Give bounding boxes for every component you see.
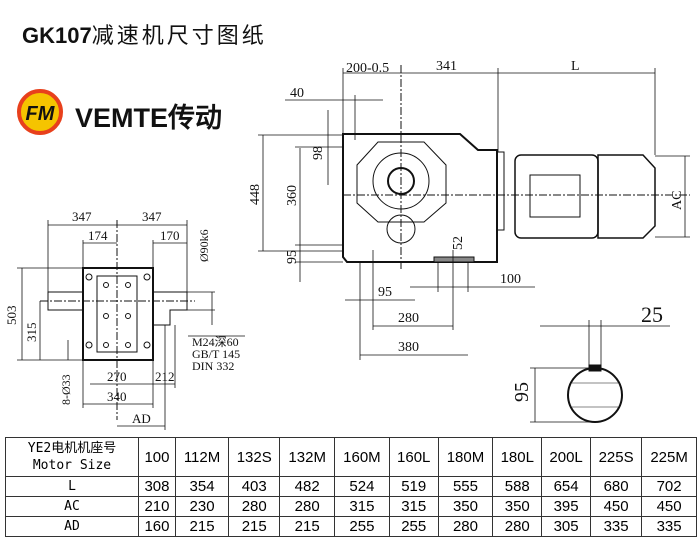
table-cell: 315 <box>334 496 390 517</box>
dim-40: 40 <box>290 86 304 101</box>
note-standard-din: DIN 332 <box>192 359 234 373</box>
dim-170: 170 <box>160 228 180 243</box>
dim-380: 380 <box>398 340 419 355</box>
title-text: 减速机尺寸图纸 <box>91 24 267 49</box>
dim-95-bottom: 95 <box>378 285 392 300</box>
table-cell: 280 <box>437 516 494 537</box>
header-label-cn: YE2电机机座号 <box>27 441 117 456</box>
size-cell: 160M <box>334 437 390 477</box>
svg-text:FM: FM <box>26 103 56 125</box>
table-cell: 654 <box>541 476 592 497</box>
row-label: AD <box>5 516 139 537</box>
size-cell: 200L <box>541 437 592 477</box>
table-cell: 255 <box>334 516 390 537</box>
front-view <box>258 65 690 360</box>
table-cell: 305 <box>541 516 592 537</box>
dim-52: 52 <box>451 236 466 250</box>
table-cell: 215 <box>174 516 230 537</box>
table-cell: 255 <box>388 516 439 537</box>
dim-347-left: 347 <box>72 209 92 224</box>
table-cell: 680 <box>590 476 643 497</box>
table-cell: 315 <box>388 496 439 517</box>
dim-315: 315 <box>24 323 39 343</box>
table-cell: 280 <box>492 516 543 537</box>
dim-100: 100 <box>500 272 521 287</box>
dimension-drawing: 347 347 174 170 Ø90k6 503 315 8-Ø33 M24深… <box>4 59 690 430</box>
table-cell: 280 <box>279 496 336 517</box>
dim-347-right: 347 <box>142 209 162 224</box>
table-cell: 702 <box>641 476 697 497</box>
shaft-section <box>530 320 670 423</box>
table-cell: 519 <box>388 476 439 497</box>
dim-l: L <box>571 59 580 74</box>
table-cell: 450 <box>641 496 697 517</box>
table-cell: 350 <box>437 496 494 517</box>
table-cell: 230 <box>174 496 230 517</box>
brand-name: VEMTE传动 <box>75 103 223 133</box>
dim-holes: 8-Ø33 <box>59 374 73 405</box>
size-cell: 112M <box>174 437 230 477</box>
table-cell: 215 <box>228 516 281 537</box>
dim-174: 174 <box>88 228 108 243</box>
row-label: L <box>5 476 139 497</box>
dim-448: 448 <box>248 184 263 205</box>
row-label: AC <box>5 496 139 517</box>
table-cell: 160 <box>138 516 176 537</box>
table-cell: 403 <box>228 476 281 497</box>
note-standard-gb: GB/T 145 <box>192 347 240 361</box>
dim-341: 341 <box>436 59 457 74</box>
dim-270: 270 <box>107 369 127 384</box>
size-cell: 180M <box>437 437 494 477</box>
brand-logo-icon: FM <box>17 89 63 135</box>
dim-503: 503 <box>4 306 19 326</box>
table-cell: 280 <box>228 496 281 517</box>
size-cell: 225S <box>590 437 643 477</box>
dim-200: 200-0.5 <box>346 61 389 76</box>
size-cell: 100 <box>138 437 176 477</box>
dim-shaft-diameter: Ø90k6 <box>197 229 211 262</box>
page-title: GK107减速机尺寸图纸 <box>22 18 267 50</box>
dim-360: 360 <box>285 185 300 206</box>
table-cell: 335 <box>590 516 643 537</box>
table-cell: 482 <box>279 476 336 497</box>
table-cell: 350 <box>492 496 543 517</box>
table-cell: 354 <box>174 476 230 497</box>
dim-95-side: 95 <box>285 250 300 264</box>
table-cell: 450 <box>590 496 643 517</box>
dim-98: 98 <box>311 146 326 160</box>
side-view <box>17 220 245 430</box>
table-cell: 588 <box>492 476 543 497</box>
table-cell: 395 <box>541 496 592 517</box>
dim-section-height: 95 <box>511 382 533 402</box>
table-cell: 524 <box>334 476 390 497</box>
header-label: YE2电机机座号 Motor Size <box>5 437 139 477</box>
dim-ac: AC <box>670 191 685 210</box>
table-cell: 555 <box>437 476 494 497</box>
size-cell: 132S <box>228 437 281 477</box>
dim-key-width: 25 <box>641 302 663 327</box>
size-cell: 160L <box>388 437 439 477</box>
size-cell: 180L <box>492 437 543 477</box>
size-cell: 225M <box>641 437 697 477</box>
table-cell: 215 <box>279 516 336 537</box>
note-thread: M24深60 <box>192 335 239 349</box>
dim-ad: AD <box>132 411 151 426</box>
dim-280: 280 <box>398 311 419 326</box>
dim-212: 212 <box>155 369 175 384</box>
model-name: GK107 <box>22 23 92 48</box>
table-cell: 308 <box>138 476 176 497</box>
header-label-en: Motor Size <box>32 458 112 473</box>
table-cell: 335 <box>641 516 697 537</box>
dim-340: 340 <box>107 389 127 404</box>
size-cell: 132M <box>279 437 336 477</box>
table-cell: 210 <box>138 496 176 517</box>
